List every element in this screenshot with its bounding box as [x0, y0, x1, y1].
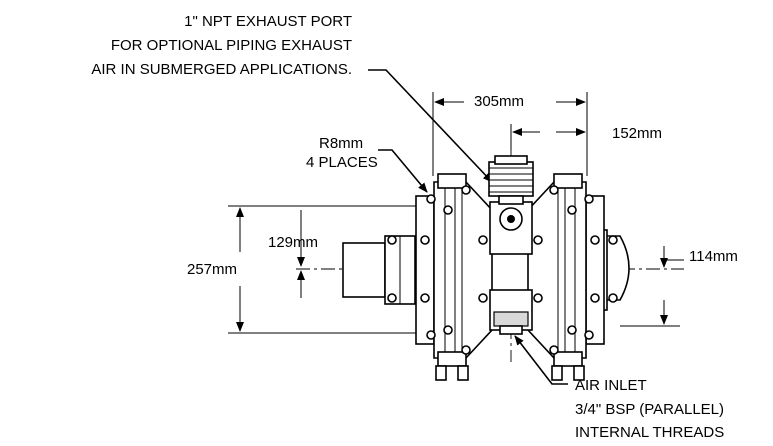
radius-places-label: 4 PLACES — [306, 154, 378, 171]
air-inlet-line-1: AIR INLET — [575, 377, 647, 394]
pump-body — [342, 155, 630, 381]
radius-label: R8mm — [319, 135, 363, 152]
half-width-label: 152mm — [612, 125, 662, 142]
center-height-label: 129mm — [268, 234, 318, 251]
overall-width-label: 305mm — [474, 93, 524, 110]
port-offset-label: 114mm — [689, 248, 738, 265]
overall-height-label: 257mm — [187, 261, 237, 278]
dimension-lines — [228, 92, 684, 334]
radius-leader — [378, 149, 428, 193]
air-inlet-line-3: INTERNAL THREADS — [575, 424, 724, 441]
exhaust-note-line-1: 1" NPT EXHAUST PORT — [184, 13, 352, 30]
air-inlet-leader — [514, 335, 568, 385]
exhaust-port-note: 1" NPT EXHAUST PORT FOR OPTIONAL PIPING … — [91, 13, 352, 78]
air-inlet-line-2: 3/4" BSP (PARALLEL) — [575, 401, 724, 418]
air-inlet-note: AIR INLET 3/4" BSP (PARALLEL) INTERNAL T… — [575, 377, 724, 441]
exhaust-note-line-3: AIR IN SUBMERGED APPLICATIONS. — [91, 61, 352, 78]
exhaust-leader — [368, 69, 493, 183]
exhaust-note-line-2: FOR OPTIONAL PIPING EXHAUST — [111, 37, 352, 54]
